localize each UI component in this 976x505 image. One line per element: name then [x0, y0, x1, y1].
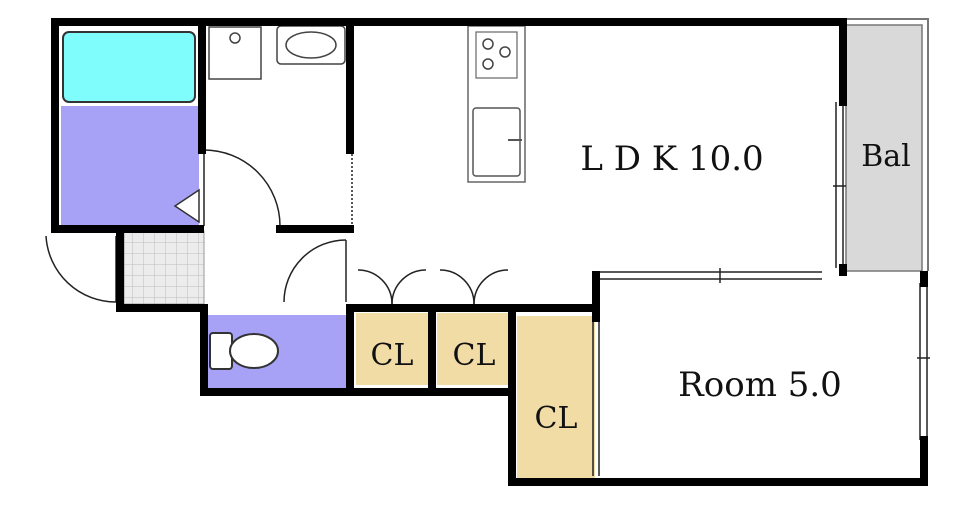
balcony-label: Bal — [861, 139, 911, 174]
windows — [351, 102, 930, 476]
ldk-label: L D K 10.0 — [580, 139, 763, 179]
closet-2-label: CL — [453, 338, 496, 373]
washbasin-icon — [276, 25, 346, 65]
closet-1-label: CL — [371, 338, 414, 373]
walls — [51, 18, 928, 486]
balcony-area — [845, 24, 923, 272]
closet-3-label: CL — [535, 401, 578, 436]
bath-drain — [173, 188, 200, 224]
drain-icon — [229, 32, 241, 44]
entrance-tiles — [123, 230, 205, 305]
bathtub-icon — [62, 31, 196, 103]
closet-1-fill — [356, 313, 428, 385]
kitchen-sink-icon — [472, 107, 522, 177]
closet-3-fill — [517, 316, 595, 478]
room-label: Room 5.0 — [678, 365, 842, 405]
stove-icon — [475, 31, 518, 79]
closet-2-fill — [437, 313, 509, 385]
toilet-icon — [209, 332, 279, 370]
